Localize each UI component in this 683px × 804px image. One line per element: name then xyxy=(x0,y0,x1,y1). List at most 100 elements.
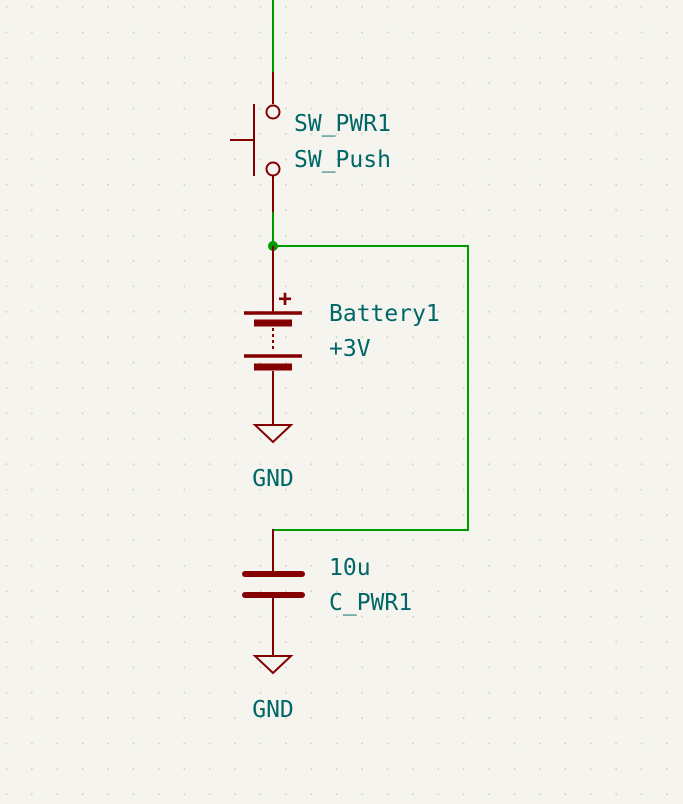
capacitor-value-label[interactable]: 10u xyxy=(329,555,371,581)
grid-dot xyxy=(513,768,516,770)
battery-value-label[interactable]: +3V xyxy=(329,336,371,362)
grid-dot xyxy=(107,412,109,415)
grid-dot xyxy=(412,590,414,593)
grid-dot xyxy=(513,412,516,415)
grid-dot xyxy=(564,387,567,389)
grid-dot xyxy=(208,285,211,288)
grid-dot xyxy=(462,82,465,85)
grid-dot xyxy=(361,488,363,491)
grid-dot xyxy=(81,361,84,364)
grid-dot xyxy=(335,209,338,212)
grid-dot xyxy=(513,514,516,516)
grid-dot xyxy=(412,82,414,85)
grid-dot xyxy=(107,691,109,694)
grid-dot xyxy=(234,666,237,669)
grid-dot xyxy=(183,717,186,720)
battery-reference-label[interactable]: Battery1 xyxy=(329,301,440,327)
grid-dot xyxy=(437,717,440,720)
grid-dot xyxy=(56,361,59,364)
grid-dot xyxy=(386,133,389,135)
gnd-capacitor-label: GND xyxy=(252,697,294,723)
grid-dot xyxy=(513,82,516,85)
switch-reference-label[interactable]: SW_PWR1 xyxy=(294,111,391,137)
capacitor-c-pwr1[interactable] xyxy=(242,529,305,657)
grid-dot xyxy=(5,310,8,313)
grid-dot xyxy=(513,666,516,669)
grid-dot xyxy=(361,285,363,288)
grid-dot xyxy=(640,56,643,59)
gnd-symbol-capacitor[interactable] xyxy=(252,655,294,675)
grid-dot xyxy=(437,793,440,796)
grid-dot xyxy=(335,56,338,59)
grid-dot xyxy=(488,56,490,59)
grid-dot xyxy=(81,539,84,542)
grid-dot xyxy=(589,412,592,415)
grid-dot xyxy=(386,463,389,466)
grid-dot xyxy=(31,82,33,85)
grid-dot xyxy=(589,310,592,313)
grid-dot xyxy=(259,793,262,796)
grid-dot xyxy=(107,717,109,720)
grid-dot xyxy=(259,641,262,643)
grid-dot xyxy=(589,183,592,186)
grid-dot xyxy=(412,31,414,34)
grid-dot xyxy=(564,691,567,694)
grid-dot xyxy=(158,183,160,186)
grid-dot xyxy=(31,564,33,567)
grid-dot xyxy=(462,666,465,669)
grid-dot xyxy=(437,82,440,85)
grid-dot xyxy=(158,641,160,643)
grid-dot xyxy=(208,234,211,237)
grid-dot xyxy=(158,285,160,288)
grid-dot xyxy=(666,260,668,262)
grid-dot xyxy=(539,590,541,593)
grid-dot xyxy=(615,387,617,389)
grid-dot xyxy=(666,742,668,745)
battery-plus-sign: + xyxy=(278,286,292,313)
grid-dot xyxy=(158,691,160,694)
grid-dot xyxy=(412,209,414,212)
grid-dot xyxy=(31,31,33,34)
grid-dot xyxy=(259,31,262,34)
grid-dot xyxy=(589,82,592,85)
grid-dot xyxy=(183,641,186,643)
gnd-symbol-battery[interactable] xyxy=(252,424,294,444)
grid-dot xyxy=(615,666,617,669)
grid-dot xyxy=(285,31,287,34)
grid-dot xyxy=(31,437,33,440)
grid-dot xyxy=(31,590,33,593)
capacitor-reference-label[interactable]: C_PWR1 xyxy=(329,590,412,616)
grid-dot xyxy=(56,6,59,8)
grid-dot xyxy=(132,361,135,364)
grid-dot xyxy=(589,260,592,262)
grid-dot xyxy=(310,768,313,770)
grid-dot xyxy=(462,260,465,262)
wire-node-to-capacitor[interactable] xyxy=(272,245,469,531)
grid-dot xyxy=(615,463,617,466)
grid-dot xyxy=(158,6,160,8)
grid-dot xyxy=(183,615,186,618)
grid-dot xyxy=(361,691,363,694)
grid-dot xyxy=(488,234,490,237)
grid-dot xyxy=(666,234,668,237)
switch-value-label[interactable]: SW_Push xyxy=(294,147,391,173)
grid-dot xyxy=(5,514,8,516)
grid-dot xyxy=(132,666,135,669)
grid-dot xyxy=(5,31,8,34)
grid-dot xyxy=(183,234,186,237)
grid-dot xyxy=(437,209,440,212)
grid-dot xyxy=(564,641,567,643)
grid-dot xyxy=(132,183,135,186)
grid-dot xyxy=(615,6,617,8)
grid-dot xyxy=(386,107,389,110)
grid-dot xyxy=(310,387,313,389)
switch-sw-pwr1[interactable] xyxy=(230,72,281,212)
grid-dot xyxy=(234,793,237,796)
grid-dot xyxy=(386,514,389,516)
grid-dot xyxy=(208,437,211,440)
battery-battery1[interactable] xyxy=(244,246,302,425)
grid-dot xyxy=(31,641,33,643)
grid-dot xyxy=(81,666,84,669)
grid-dot xyxy=(513,437,516,440)
grid-dot xyxy=(5,209,8,212)
